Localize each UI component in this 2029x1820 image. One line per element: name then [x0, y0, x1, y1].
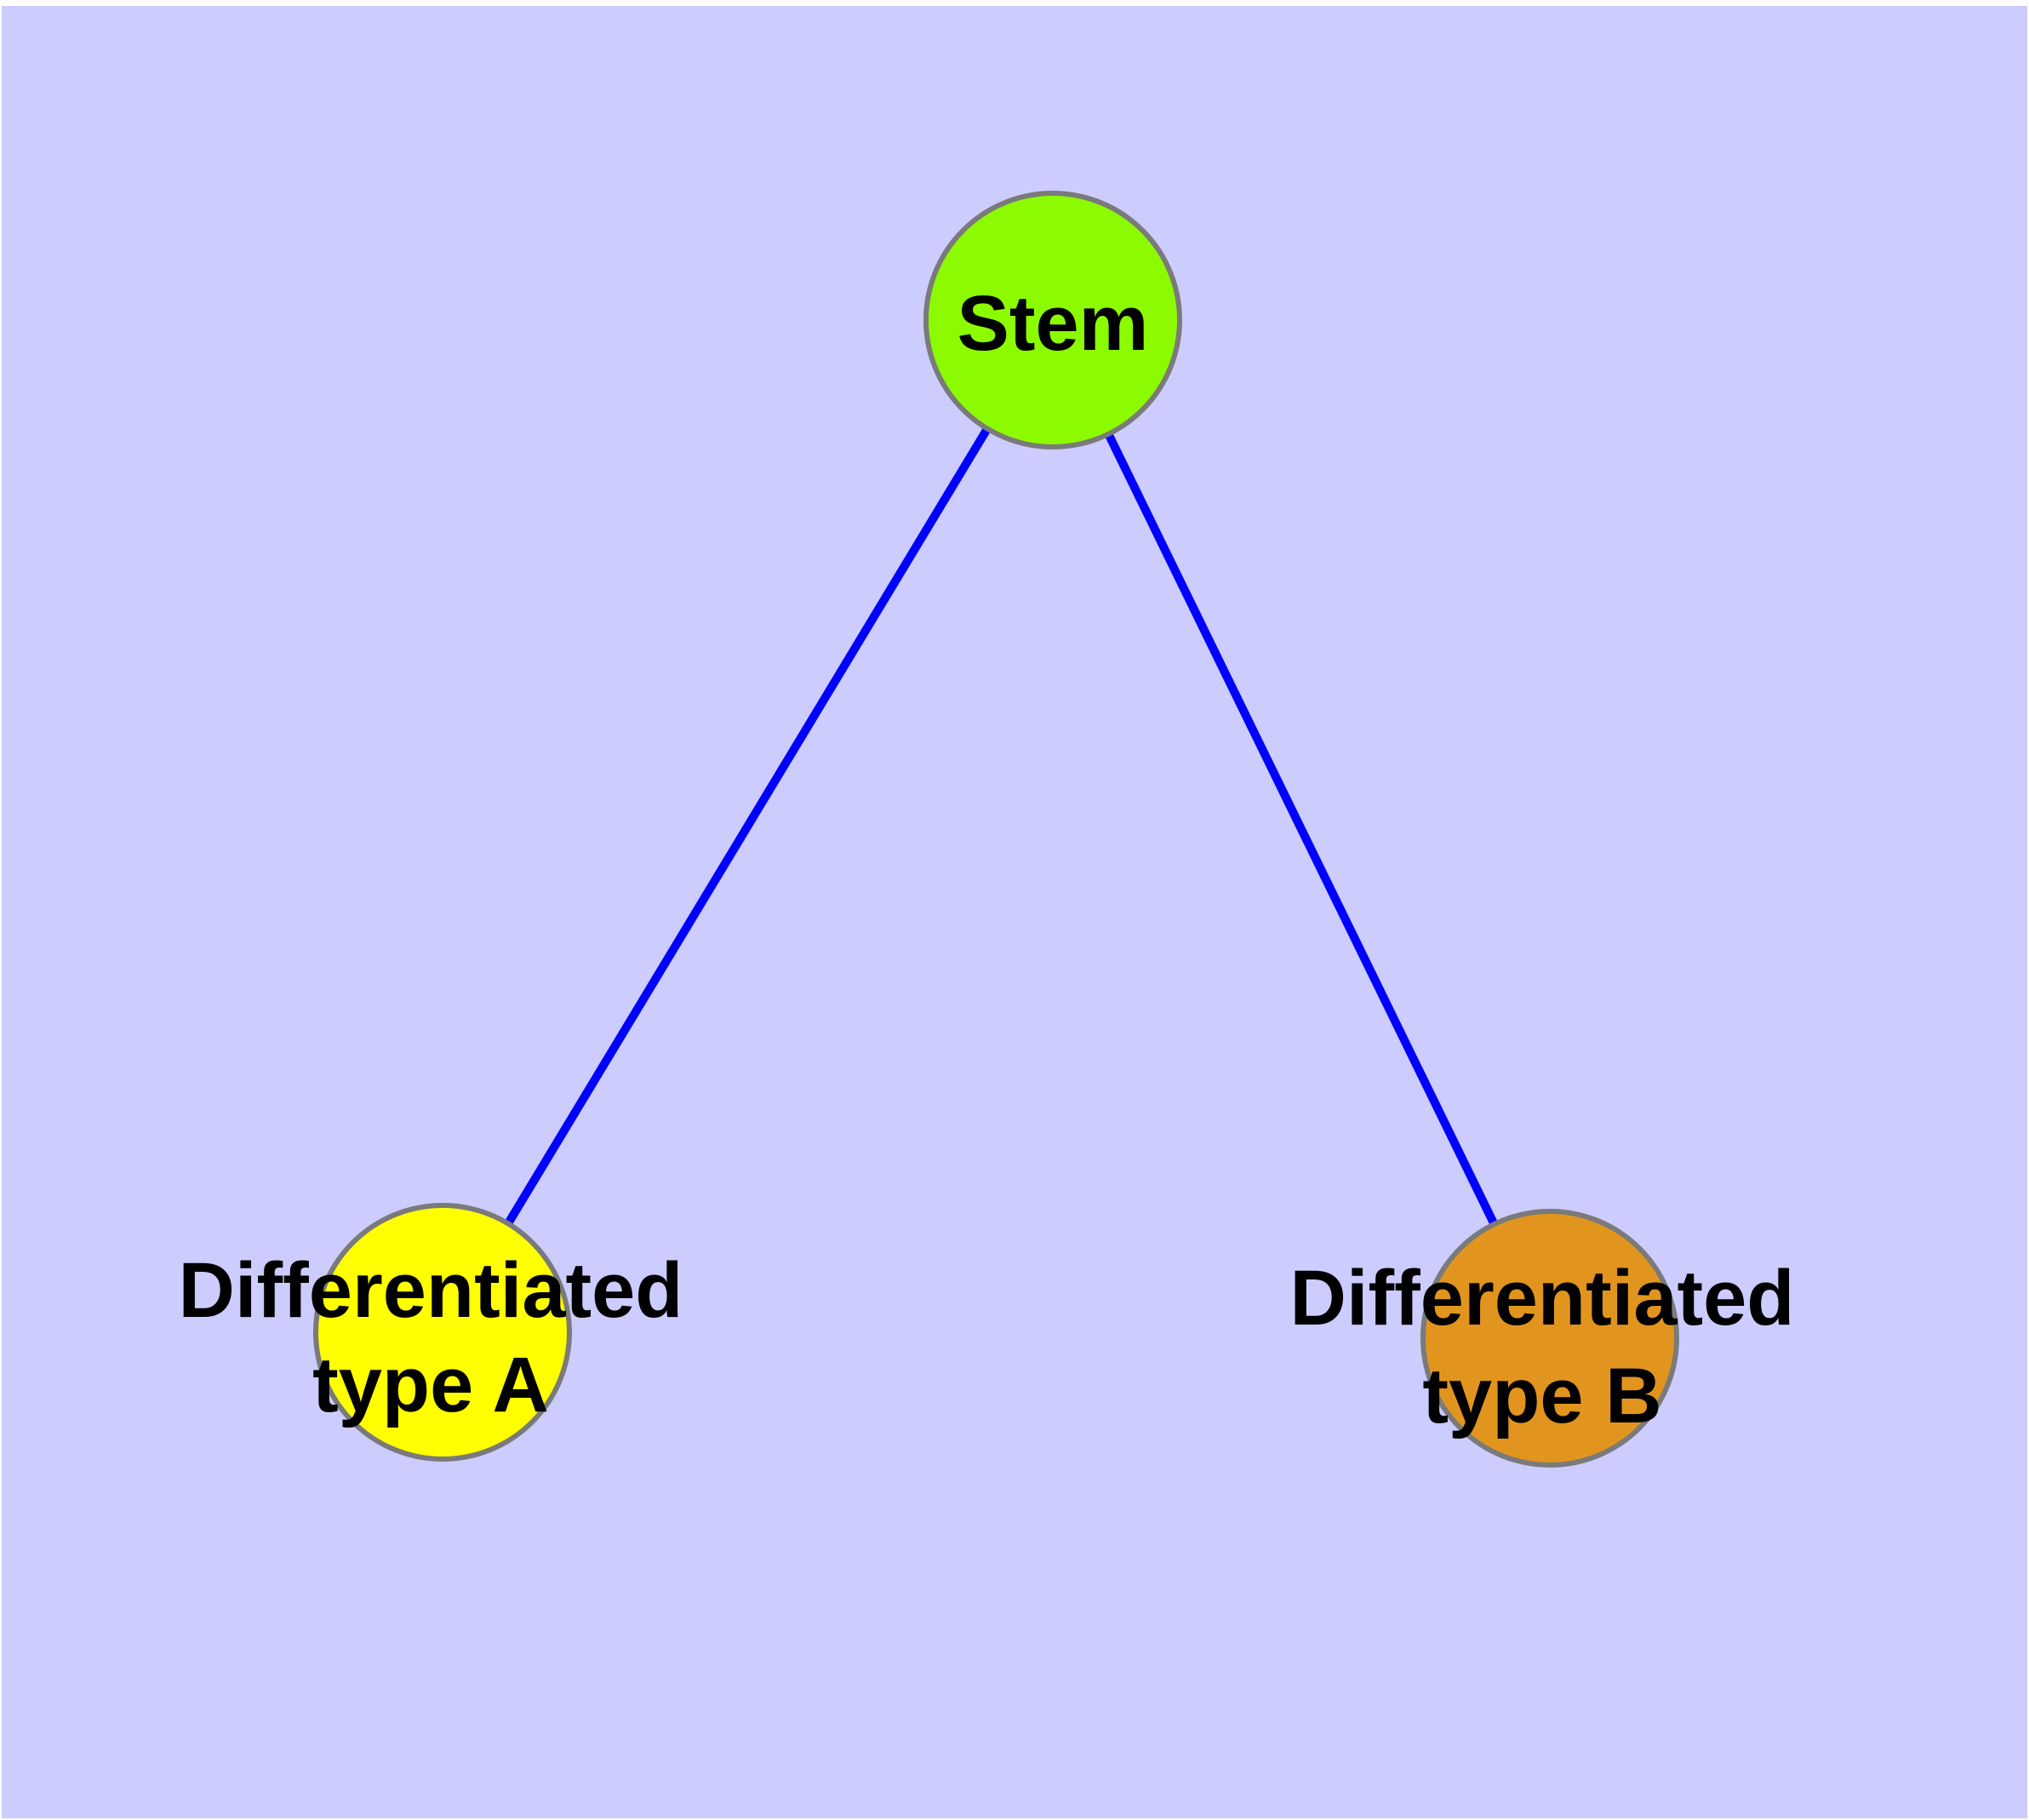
node-type-a-label-line2: type A — [312, 1342, 549, 1428]
edge-stem-to-type-b — [1049, 318, 1554, 1341]
node-stem — [923, 191, 1182, 449]
node-stem-label: Stem — [957, 280, 1149, 367]
node-type-b-label-line2: type B — [1422, 1353, 1661, 1439]
edge-stem-to-type-a — [438, 318, 1057, 1335]
node-type-a-label-line1: Differentiated — [179, 1247, 683, 1334]
node-type-b-label-line1: Differentiated — [1290, 1255, 1795, 1342]
node-differentiated-type-b — [1420, 1209, 1679, 1468]
node-differentiated-type-a — [313, 1203, 572, 1462]
